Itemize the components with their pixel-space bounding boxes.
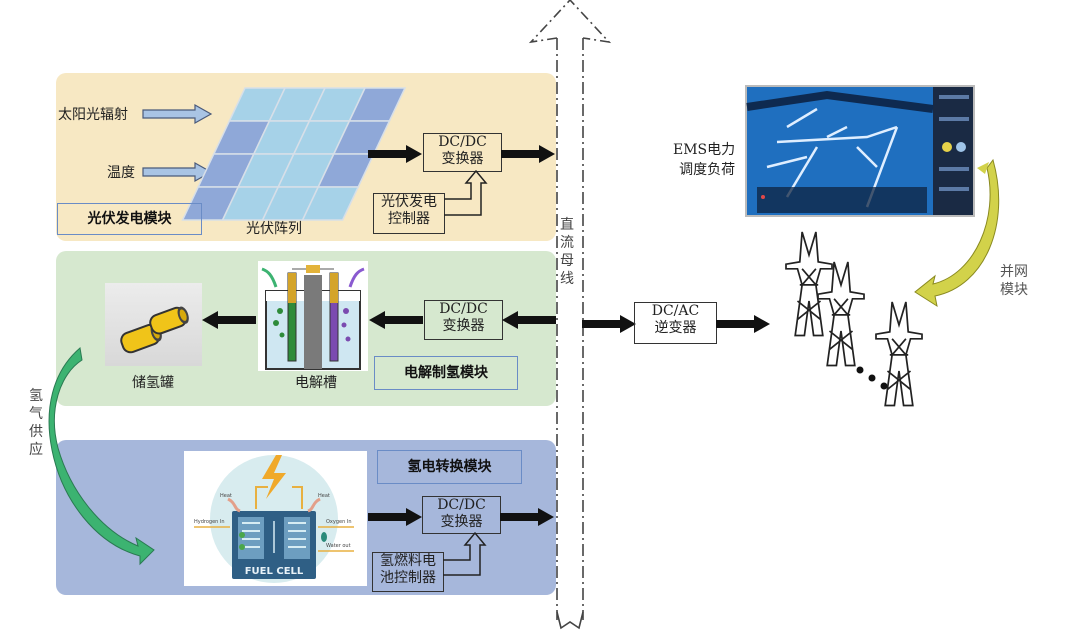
grid-label-line1: 并网 — [1000, 264, 1028, 280]
grid-module-label: 并网 模块 — [1000, 263, 1028, 299]
controller-label-line2: 控制器 — [388, 211, 430, 227]
grid-label-line2: 模块 — [1000, 282, 1028, 298]
inverter-label-line2: 逆变器 — [654, 320, 697, 336]
hydrogen-supply-char: 应 — [29, 442, 43, 458]
dc-bus-arrow-icon — [528, 0, 612, 630]
fuel-cell-controller-feedback-arrow-icon — [443, 531, 487, 576]
hydrogen-supply-char: 氢 — [29, 388, 43, 404]
transmission-towers — [785, 231, 923, 407]
pv-array-label: 光伏阵列 — [246, 221, 302, 237]
converter-label-line1: DC/DC — [438, 134, 487, 150]
ems-label: EMS电力 调度负荷 — [673, 140, 735, 180]
heat-right-label: Heat — [318, 493, 330, 499]
bus-to-inverter-arrow-icon — [582, 315, 636, 333]
converter-label-line1: DC/DC — [439, 301, 488, 317]
hydrogen-supply-char: 气 — [29, 406, 43, 422]
water-out-label: Water out — [326, 543, 351, 549]
dc-bus-char: 直 — [560, 217, 574, 233]
transmission-tower-icon — [785, 231, 833, 337]
grid-connection-arrow-icon — [914, 158, 1000, 308]
solar-radiation-label: 太阳光辐射 — [58, 107, 128, 123]
dc-bus-label: 直 流 母 线 — [559, 216, 575, 288]
hydrogen-supply-char: 供 — [29, 424, 43, 440]
dc-bus-char: 流 — [560, 235, 574, 251]
controller-label-line1: 光伏发电 — [381, 194, 437, 210]
ems-label-line1: EMS电力 — [673, 142, 736, 158]
ems-map-icon — [746, 87, 973, 215]
hydrogen-tank-icon — [120, 306, 189, 354]
ellipsis-dot-icon — [856, 366, 864, 374]
electrolyzer-to-tank-arrow-icon — [202, 311, 256, 329]
pv-converter-to-bus-arrow-icon — [501, 145, 555, 163]
fuel-cell-controller-box: 氢燃料电 池控制器 — [372, 552, 444, 592]
hydrogen-tank-label: 储氢罐 — [132, 375, 174, 391]
ellipsis-dot-icon — [868, 374, 876, 382]
pv-array-icon — [181, 87, 407, 221]
controller-label-line2: 池控制器 — [380, 570, 436, 586]
converter-label-line2: 变换器 — [440, 514, 483, 530]
controller-label-line1: 氢燃料电 — [380, 553, 436, 569]
pv-controller-box: 光伏发电 控制器 — [373, 193, 445, 234]
inverter-label-line1: DC/AC — [651, 303, 700, 319]
ems-label-line2: 调度负荷 — [679, 162, 736, 178]
pv-dcdc-converter: DC/DC 变换器 — [423, 133, 502, 172]
fuel-cell-module-title: 氢电转换模块 — [377, 450, 522, 484]
pv-module-title: 光伏发电模块 — [57, 203, 202, 235]
ellipsis-dot-icon — [880, 382, 888, 390]
converter-to-electrolyzer-arrow-icon — [369, 311, 423, 329]
fuel-cell-dcdc-converter: DC/DC 变换器 — [422, 496, 501, 534]
electrolyzer-icon — [261, 265, 365, 370]
converter-label-line2: 变换器 — [442, 318, 485, 334]
oxygen-in-label: Oxygen In — [326, 519, 352, 525]
pv-to-converter-arrow-icon — [368, 145, 422, 163]
electrolyzer-image — [258, 261, 368, 371]
solar-radiation-arrow-icon — [142, 103, 213, 125]
fuel-cell-image: FUEL CELL Heat Heat Hydrogen In Oxygen I… — [184, 451, 367, 586]
dcac-inverter: DC/AC 逆变器 — [634, 302, 717, 344]
electrolysis-module-title: 电解制氢模块 — [374, 356, 518, 390]
converter-label-line1: DC/DC — [437, 497, 486, 513]
converter-label-line2: 变换器 — [441, 151, 484, 167]
dc-bus-char: 母 — [560, 253, 574, 269]
pv-controller-feedback-arrow-icon — [444, 169, 488, 216]
inverter-to-grid-arrow-icon — [716, 315, 770, 333]
pv-cell — [301, 186, 360, 221]
transmission-tower-icon — [875, 301, 923, 407]
heat-left-label: Heat — [220, 493, 232, 499]
hydrogen-tank-image — [105, 283, 202, 366]
hydrogen-in-label: Hydrogen In — [194, 519, 225, 525]
ems-dashboard-image — [745, 85, 975, 217]
bus-to-electrolysis-converter-arrow-icon — [502, 311, 556, 329]
dc-bus-char: 线 — [560, 271, 574, 287]
fuel-cell-text: FUEL CELL — [245, 566, 304, 577]
hydrogen-supply-label: 氢 气 供 应 — [28, 387, 44, 459]
fuel-cell-to-converter-arrow-icon — [368, 508, 422, 526]
fuel-cell-converter-to-bus-arrow-icon — [500, 508, 554, 526]
transmission-tower-icon — [817, 261, 865, 367]
electrolyzer-label: 电解槽 — [295, 375, 337, 391]
hydrogen-supply-arrow-icon — [48, 347, 155, 566]
fuel-cell-icon: FUEL CELL Heat Heat Hydrogen In Oxygen I… — [194, 455, 354, 583]
temperature-label: 温度 — [107, 165, 135, 181]
electrolysis-dcdc-converter: DC/DC 变换器 — [424, 300, 503, 340]
